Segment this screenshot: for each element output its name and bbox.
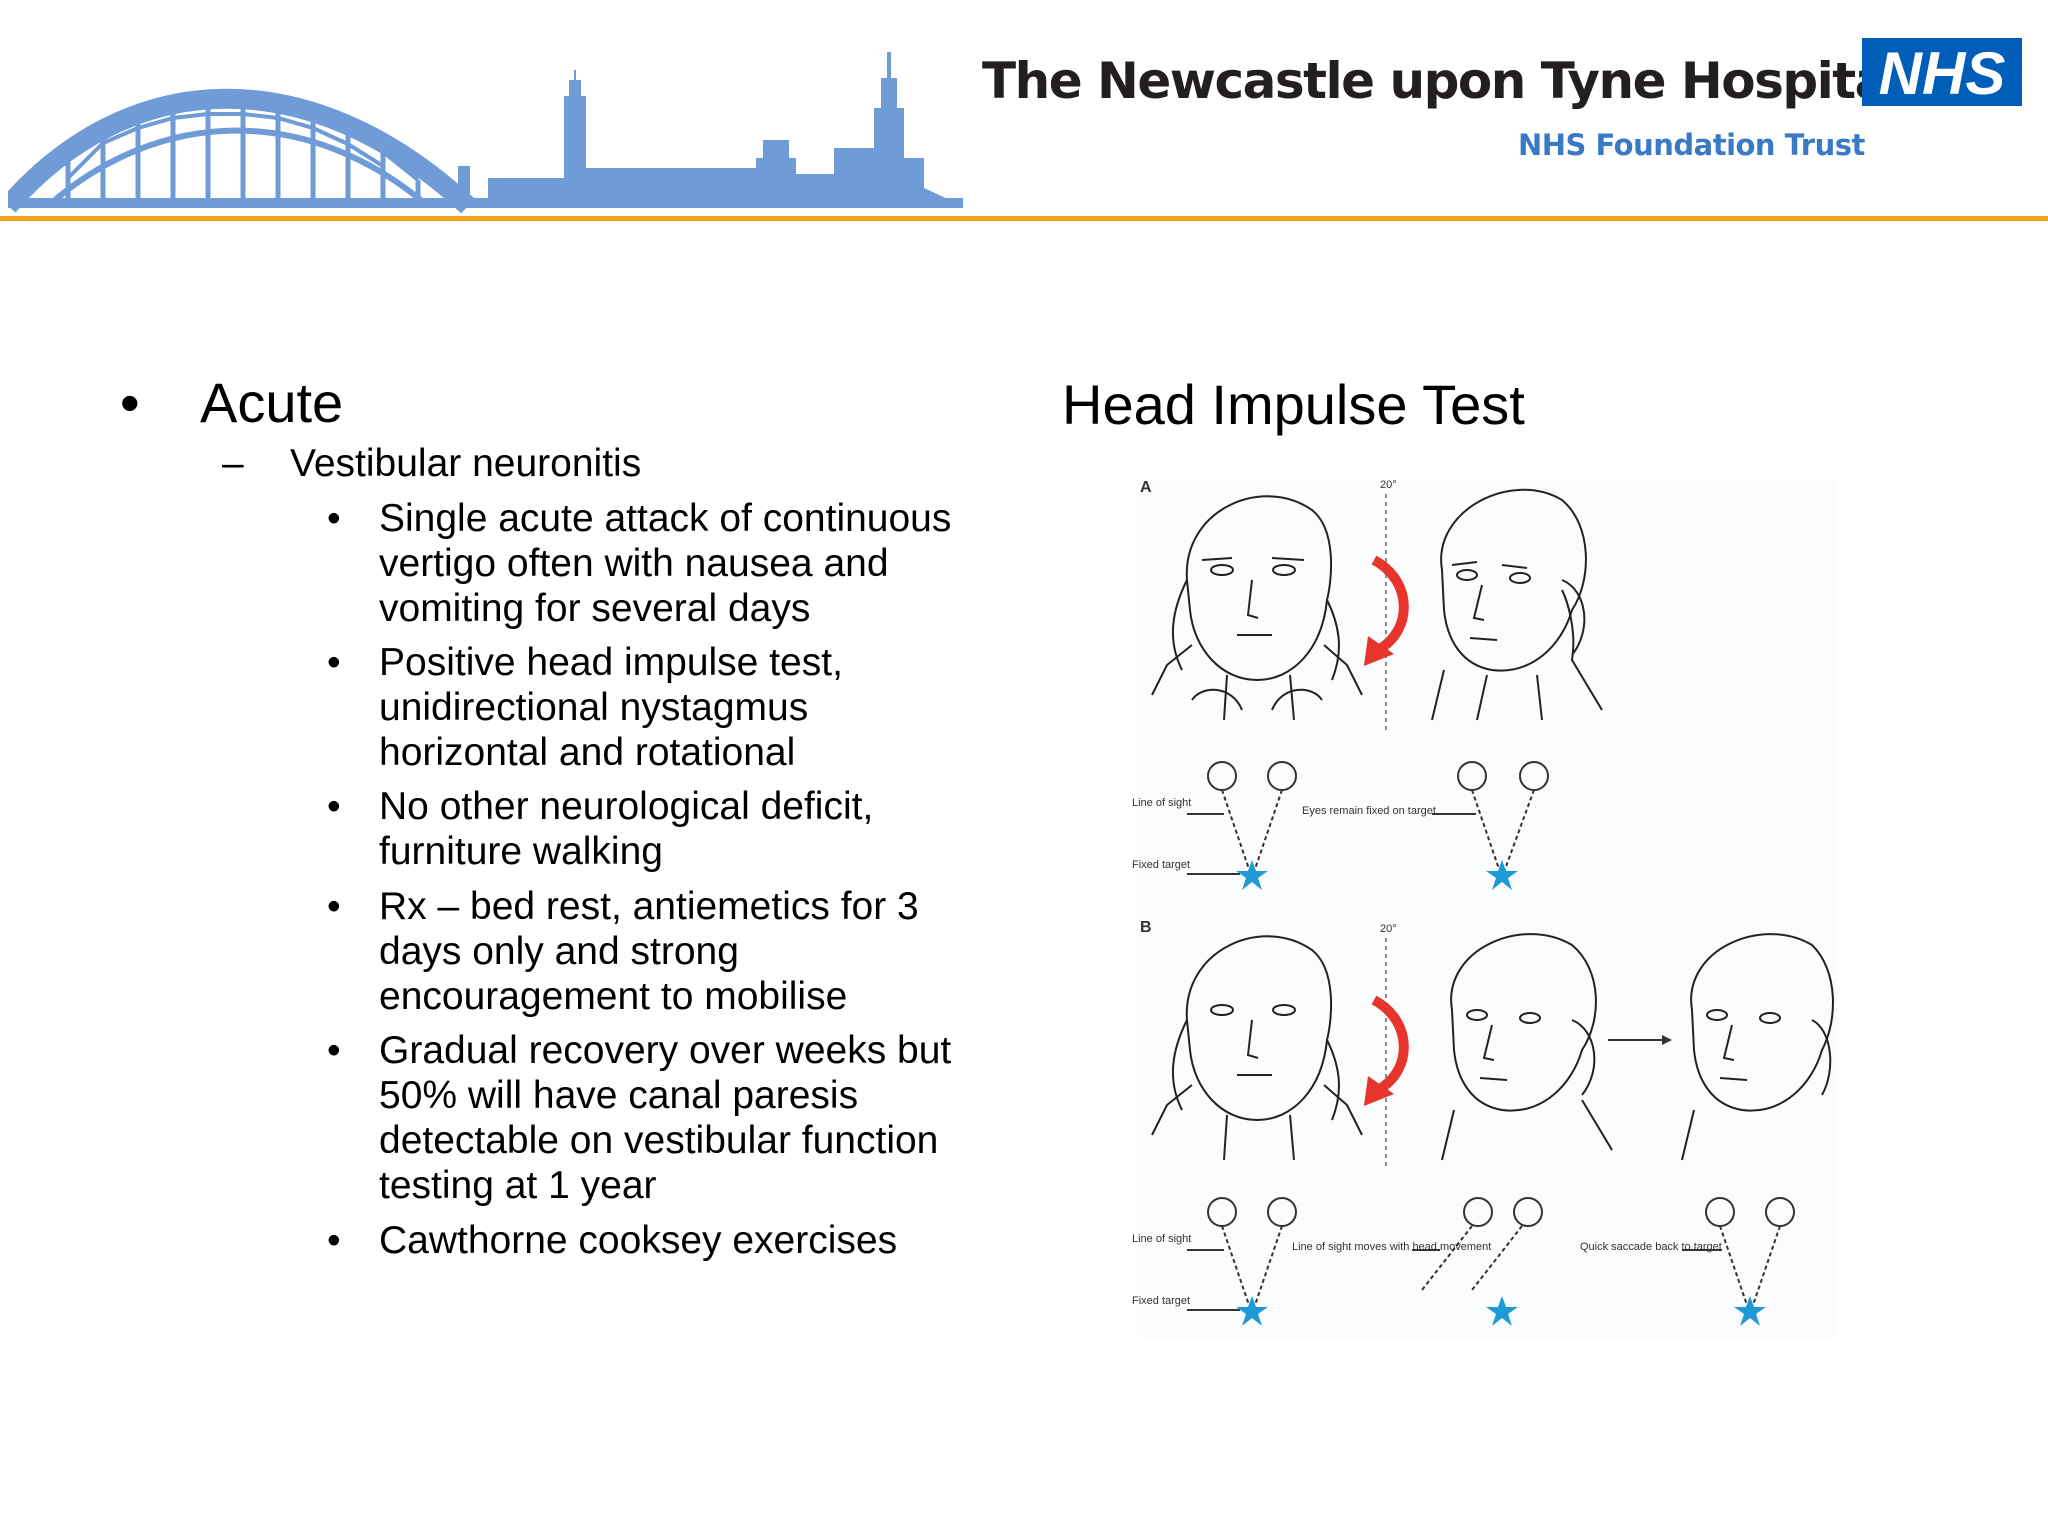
list-item-text: Cawthorne cooksey exercises xyxy=(379,1218,897,1263)
line-of-sight-label: Line of sight xyxy=(1132,1233,1191,1245)
head-turned-saccade xyxy=(1681,933,1834,1161)
bullet-marker: • xyxy=(327,641,341,684)
fixed-target-star-icon xyxy=(1486,1296,1518,1326)
organisation-subtitle: NHS Foundation Trust xyxy=(1518,128,1865,162)
head-turned xyxy=(1441,933,1613,1161)
list-item-text: Positive head impulse test, unidirection… xyxy=(379,640,843,775)
text-line: 50% will have canal paresis xyxy=(379,1074,859,1117)
text-line: days only and strong xyxy=(379,930,739,973)
panel-a-label: A xyxy=(1140,479,1152,496)
list-item-text: Vestibular neuronitis xyxy=(290,442,642,485)
figure-title: Head Impulse Test xyxy=(1062,373,1525,436)
text-line: vertigo often with nausea and xyxy=(379,542,889,585)
header-banner: The Newcastle upon Tyne Hospitals NHS Fo… xyxy=(0,0,2048,224)
fixed-target-star-icon xyxy=(1734,1296,1766,1326)
list-item-text: No other neurological deficit, furniture… xyxy=(379,784,873,874)
fixed-target-star-icon xyxy=(1486,860,1518,890)
fixed-target-label: Fixed target xyxy=(1132,1295,1190,1307)
arrow-right-icon xyxy=(1608,1035,1672,1045)
panel-a-angle: 20° xyxy=(1380,479,1397,491)
text-line: encouragement to mobilise xyxy=(379,975,848,1018)
panel-b-gaze-left xyxy=(1187,1197,1297,1311)
panel-a-gaze-right xyxy=(1432,761,1549,873)
rotation-arrow-icon xyxy=(1364,555,1409,666)
bullet-marker: • xyxy=(327,1029,341,1072)
text-line: Rx – bed rest, antiemetics for 3 xyxy=(379,885,919,928)
list-item-text: Acute xyxy=(200,371,344,434)
text-line: detectable on vestibular function xyxy=(379,1119,939,1162)
text-line: testing at 1 year xyxy=(379,1164,657,1207)
header-divider xyxy=(0,216,2048,221)
fixed-target-label: Fixed target xyxy=(1132,859,1190,871)
text-line: Cawthorne cooksey exercises xyxy=(379,1219,898,1262)
line-of-sight-label: Line of sight xyxy=(1132,797,1191,809)
fixed-target-star-icon xyxy=(1236,860,1268,890)
bullet-list: • Acute – Vestibular neuronitis • Single… xyxy=(0,0,1000,1400)
quick-saccade-label: Quick saccade back to target xyxy=(1580,1241,1722,1253)
bullet-marker: • xyxy=(120,371,140,434)
newcastle-skyline-logo xyxy=(8,52,963,214)
moves-with-head-label: Line of sight moves with head movement xyxy=(1292,1241,1491,1253)
head-turned xyxy=(1431,488,1603,721)
text-line: Positive head impulse test, xyxy=(379,641,843,684)
text-line: Gradual recovery over weeks but xyxy=(379,1029,952,1072)
rotation-arrow-icon xyxy=(1364,995,1409,1106)
text-line: No other neurological deficit, xyxy=(379,785,874,828)
list-item-text: Single acute attack of continuous vertig… xyxy=(379,496,951,631)
eyes-remain-label: Eyes remain fixed on target xyxy=(1302,805,1436,817)
head-impulse-test-figure: A 20° Line of sight Fixed target xyxy=(1132,470,1838,1338)
panel-b-gaze-middle xyxy=(1412,1197,1543,1291)
head-facing-forward xyxy=(1151,495,1363,721)
text-line: horizontal and rotational xyxy=(379,731,796,774)
text-line: vomiting for several days xyxy=(379,587,811,630)
panel-a-gaze-left xyxy=(1187,761,1297,875)
bullet-marker: • xyxy=(327,1219,341,1262)
organisation-name: The Newcastle upon Tyne Hospitals xyxy=(982,52,1932,110)
panel-b-label: B xyxy=(1140,919,1152,936)
bullet-marker: • xyxy=(327,497,341,540)
list-item-text: Rx – bed rest, antiemetics for 3 days on… xyxy=(379,884,919,1019)
nhs-logo: NHS xyxy=(1862,38,2022,106)
text-line: Single acute attack of continuous xyxy=(379,497,952,540)
fixed-target-star-icon xyxy=(1236,1296,1268,1326)
panel-b-gaze-right xyxy=(1682,1197,1795,1309)
text-line: furniture walking xyxy=(379,830,663,873)
bullet-marker: • xyxy=(327,885,341,928)
dash-marker: – xyxy=(222,442,244,485)
text-line: unidirectional nystagmus xyxy=(379,686,809,729)
nhs-logo-text: NHS xyxy=(1879,40,2006,106)
list-item-text: Gradual recovery over weeks but 50% will… xyxy=(379,1028,951,1208)
bullet-marker: • xyxy=(327,785,341,828)
head-facing-forward xyxy=(1151,935,1363,1161)
panel-b-angle: 20° xyxy=(1380,923,1397,935)
